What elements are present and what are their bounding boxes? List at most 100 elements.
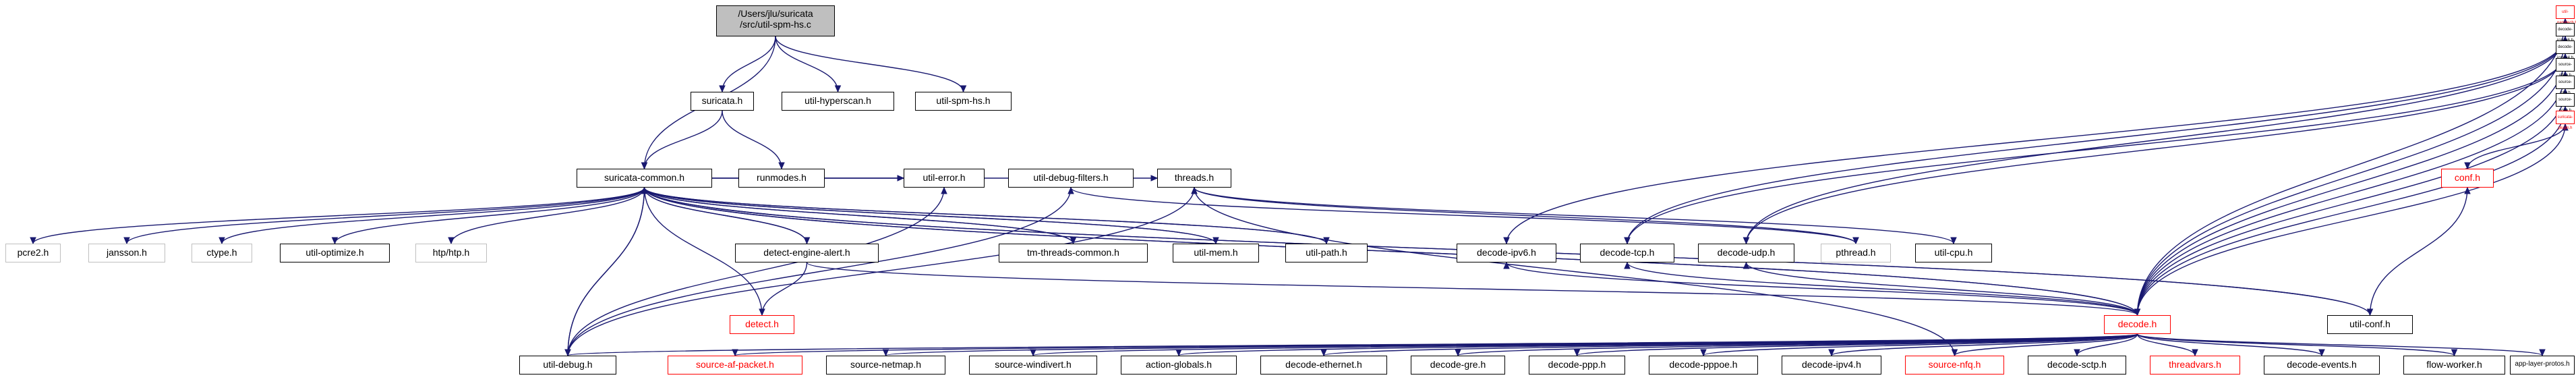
node-tm-threads-common-h[interactable]: tm-threads-common.h — [999, 244, 1148, 262]
edge-arrowhead — [1175, 349, 1182, 357]
edge-util_path-to-suricata_common — [643, 187, 1327, 244]
node-pcre2-h[interactable]: pcre2.h — [5, 244, 61, 262]
node-label: decode-sctp.h — [2047, 359, 2107, 370]
node-util-hyperscan-h[interactable]: util-hyperscan.h — [782, 92, 894, 111]
node-label: decode-tcp.h — [1600, 247, 1655, 258]
node-label: source-netmap.h — [850, 359, 922, 370]
edge-arrowhead — [1743, 261, 1750, 269]
node-source-af-packet-h[interactable]: source-af-packet.h — [668, 356, 802, 375]
node-util-conf-h[interactable]: util-conf.h — [2327, 315, 2413, 334]
node-decode-sctp-h[interactable]: decode-sctp.h — [2028, 356, 2126, 375]
node-decode-tcp-h[interactable]: decode-tcp.h — [1580, 244, 1674, 262]
node-source-nfq-h[interactable]: source-nfq.h — [1905, 356, 2004, 375]
edge-arrowhead — [1150, 175, 1159, 182]
edge-arrowhead — [1191, 186, 1198, 194]
node-decode-gre-h[interactable]: decode-gre.h — [1411, 356, 1505, 375]
node-source-netmap-h[interactable]: source-netmap.h — [826, 356, 945, 375]
node-decode-udp-h[interactable]: decode-udp.h — [1698, 244, 1794, 262]
node-threadvars-h[interactable]: threadvars.h — [2150, 356, 2240, 375]
node-runmodes-h[interactable]: runmodes.h — [738, 169, 825, 188]
node-decode-ipv6-h[interactable]: decode-ipv6.h — [1457, 244, 1556, 262]
node-flow-worker-h[interactable]: flow-worker.h — [2403, 356, 2505, 375]
edge-arrowhead — [123, 237, 130, 245]
edge-decode_h-to-decode_icmpv6 — [2136, 36, 2566, 316]
node-label: threadvars.h — [2169, 359, 2221, 370]
node-util-cpu-h[interactable]: util-cpu.h — [1915, 244, 1992, 262]
node-source-windivert-h[interactable]: source-windivert.h — [969, 356, 1097, 375]
edge-decode_h-to-source_ipfw — [2136, 88, 2566, 316]
node-label: app-layer-protos.h — [2515, 360, 2570, 368]
node-decode-pppoe-h[interactable]: decode-pppoe.h — [1649, 356, 1758, 375]
node-source-pcap-h[interactable]: source-pcap.h — [2556, 93, 2575, 113]
node-util-mem-h[interactable]: util-mem.h — [1173, 244, 1259, 262]
node-label: jansson.h — [107, 247, 147, 258]
edge-arrowhead — [2192, 349, 2198, 357]
edge-arrowhead — [448, 237, 455, 245]
node-threads-h[interactable]: threads.h — [1157, 169, 1231, 188]
node-decode-ethernet-h[interactable]: decode-ethernet.h — [1260, 356, 1387, 375]
node-action-globals-h[interactable]: action-globals.h — [1121, 356, 1237, 375]
edge-threads_h-to-pthread — [1194, 187, 1856, 244]
node-detect-h[interactable]: detect.h — [730, 315, 794, 334]
edge-arrowhead — [882, 349, 889, 357]
edge-decode_icmpv4-to-decode_tcp — [1627, 53, 2566, 244]
node-decode-h[interactable]: decode.h — [2104, 315, 2171, 334]
node-label: decode-udp.h — [1717, 247, 1776, 258]
edge-decode_h-to-decode_ipv4 — [1831, 333, 2138, 356]
edge-util_debug-to-util_debug_filters — [567, 187, 1072, 356]
node-label: decode-ipv6.h — [1477, 247, 1536, 258]
node-label: util-debug-filters.h — [1033, 172, 1109, 183]
node-util-napatech-h[interactable]: util-napatech.h — [2556, 5, 2576, 25]
edge-suricata_common-to-pcre2 — [32, 187, 645, 244]
node-label: util-hyperscan.h — [804, 95, 871, 106]
node-jansson-h[interactable]: jansson.h — [88, 244, 165, 262]
node-decode-ppp-h[interactable]: decode-ppp.h — [1529, 356, 1625, 375]
node-decode-events-h[interactable]: decode-events.h — [2264, 356, 2380, 375]
node-suricata-plugin-h[interactable]: suricata-plugin.h — [2556, 111, 2575, 130]
edge-arrowhead — [732, 349, 738, 357]
edge-arrowhead — [1067, 186, 1074, 194]
edge-arrowhead — [778, 162, 785, 170]
node-pthread-h[interactable]: pthread.h — [1821, 244, 1891, 262]
node-label: tm-threads-common.h — [1027, 247, 1119, 258]
edge-root-to-util_hyperscan — [775, 36, 839, 92]
node-util-path-h[interactable]: util-path.h — [1285, 244, 1368, 262]
node-ctype-h[interactable]: ctype.h — [192, 244, 252, 262]
edge-arrowhead — [834, 85, 842, 93]
edge-util_conf-to-conf_h — [2369, 187, 2468, 316]
node-conf-h[interactable]: conf.h — [2441, 169, 2494, 188]
node-decode-icmpv4-h[interactable]: decode-icmpv4.h — [2556, 40, 2575, 60]
edge-decode_h-to-threadvars — [2136, 333, 2196, 356]
node-suricata-common-h[interactable]: suricata-common.h — [577, 169, 712, 188]
node-decode-ipv4-h[interactable]: decode-ipv4.h — [1782, 356, 1881, 375]
node-label: decode-pppoe.h — [1669, 359, 1738, 370]
node-source-nflog-h[interactable]: source-nflog.h — [2556, 58, 2575, 78]
edge-decode_h-to-decode_ipv6 — [1506, 262, 2138, 316]
edge-decode_h-to-decode_tcp — [1627, 262, 2138, 316]
node-detect-engine-alert-h[interactable]: detect-engine-alert.h — [735, 244, 879, 262]
node-util-error-h[interactable]: util-error.h — [904, 169, 985, 188]
node-decode-icmpv6-h[interactable]: decode-icmpv6.h — [2556, 23, 2575, 43]
node-util-spm-hs-c[interactable]: /Users/jlu/suricata /src/util-spm-hs.c — [716, 5, 835, 36]
edge-util_debug-to-util_error — [567, 187, 945, 356]
edge-arrowhead — [2539, 349, 2546, 357]
node-util-spm-hs-h[interactable]: util-spm-hs.h — [915, 92, 1012, 111]
node-label: detect.h — [745, 318, 779, 329]
node-label: decode-gre.h — [1430, 359, 1486, 370]
node-app-layer-protos-h[interactable]: app-layer-protos.h — [2510, 356, 2575, 375]
node-htp-htp-h[interactable]: htp/htp.h — [415, 244, 487, 262]
node-label: util-debug.h — [543, 359, 593, 370]
edge-arrowhead — [719, 85, 726, 93]
edge-arrowhead — [2074, 349, 2080, 357]
node-util-optimize-h[interactable]: util-optimize.h — [280, 244, 390, 262]
node-suricata-h[interactable]: suricata.h — [691, 92, 754, 111]
node-util-debug-h[interactable]: util-debug.h — [519, 356, 616, 375]
node-source-ipfw-h[interactable]: source-ipfw.h — [2556, 76, 2575, 95]
edge-detect_engine_alert-to-decode_h — [806, 262, 2138, 316]
edge-arrowhead — [2318, 349, 2325, 357]
node-label: util-spm-hs.h — [936, 95, 991, 106]
edge-decode_h-to-decode_sctp — [2076, 333, 2138, 356]
edge-suricata_h-to-suricata_common — [643, 110, 723, 169]
node-util-debug-filters-h[interactable]: util-debug-filters.h — [1008, 169, 1134, 188]
node-label: /Users/jlu/suricata /src/util-spm-hs.c — [738, 8, 813, 30]
